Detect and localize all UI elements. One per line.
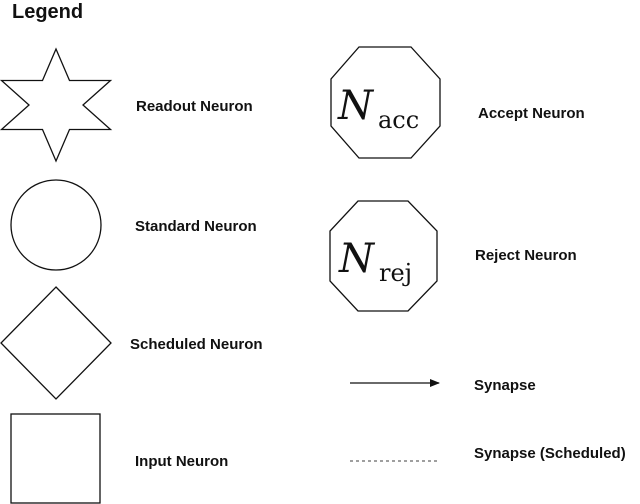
legend-item-reject: N rej Reject Neuron xyxy=(329,200,577,312)
reject-neuron-label: Reject Neuron xyxy=(475,247,577,264)
standard-neuron-label: Standard Neuron xyxy=(135,218,257,235)
accept-symbol-sub: acc xyxy=(378,106,419,134)
legend-item-accept: N acc Accept Neuron xyxy=(330,46,585,159)
diamond-icon xyxy=(0,286,112,400)
scheduled-neuron-label: Scheduled Neuron xyxy=(130,336,263,353)
legend-title: Legend xyxy=(12,1,83,23)
circle-icon xyxy=(10,179,102,271)
legend-item-standard: Standard Neuron xyxy=(10,179,257,271)
legend-item-scheduled: Scheduled Neuron xyxy=(0,286,263,400)
square-icon xyxy=(10,413,101,504)
synapse-label: Synapse xyxy=(474,377,536,394)
octagon-icon xyxy=(330,46,441,159)
legend-item-input: Input Neuron xyxy=(10,413,228,504)
reject-symbol-main: N xyxy=(338,236,376,282)
accept-symbol-main: N xyxy=(337,83,375,129)
legend-item-synapse-scheduled: Synapse (Scheduled) xyxy=(350,445,626,462)
legend-item-synapse: Synapse xyxy=(350,377,536,394)
reject-symbol-sub: rej xyxy=(379,259,412,287)
star-6-point-icon xyxy=(0,47,113,163)
legend-item-readout: Readout Neuron xyxy=(0,47,253,163)
octagon-icon xyxy=(329,200,438,312)
readout-neuron-label: Readout Neuron xyxy=(136,98,253,115)
input-neuron-label: Input Neuron xyxy=(135,453,228,470)
synapse-scheduled-label: Synapse (Scheduled) xyxy=(474,445,626,462)
accept-neuron-label: Accept Neuron xyxy=(478,105,585,122)
